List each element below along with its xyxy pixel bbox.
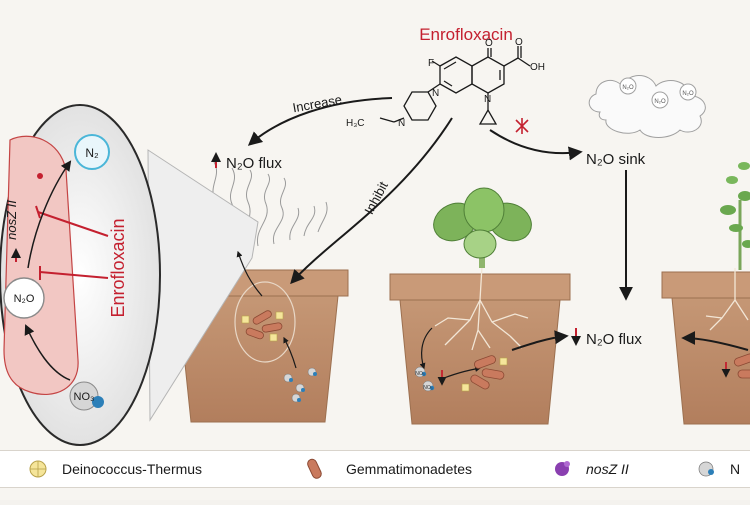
pot1-microbes xyxy=(241,310,317,403)
microbe-highlight-ellipse xyxy=(234,281,296,363)
atom-n-piperazine-2: N xyxy=(398,118,405,129)
no3-label: NO₃ xyxy=(74,391,95,403)
plant-pot-3 xyxy=(720,162,750,270)
increase-label: Increase xyxy=(291,92,343,115)
atom-oh: OH xyxy=(530,62,545,73)
legend-svg: Deinococcus-Thermus Gemmatimonadetes nos… xyxy=(29,458,740,479)
legend-label-deinococcus: Deinococcus-Thermus xyxy=(62,461,202,477)
sink-arrow xyxy=(489,129,583,161)
increase-arrow xyxy=(247,97,393,146)
deinococcus-icon xyxy=(29,460,47,478)
inhibition-marks xyxy=(35,205,109,280)
n2o-sink-label: N₂O sink xyxy=(586,151,646,168)
legend-bar: Deinococcus-Thermus Gemmatimonadetes nos… xyxy=(0,450,750,488)
pot3-flux-arrow xyxy=(681,331,749,351)
n2o-flux-down-label: N₂O flux xyxy=(586,331,642,348)
n2o-cloud xyxy=(588,75,706,138)
gemmatimonadetes-icon xyxy=(307,458,322,479)
atom-n-ring: N xyxy=(484,94,491,105)
nitrate-icon xyxy=(698,461,714,477)
legend-label-gemmatimonadetes: Gemmatimonadetes xyxy=(346,461,472,477)
pot-3 xyxy=(661,271,750,425)
n2o-label: N₂O xyxy=(14,293,35,305)
cell-callout: N₂ N₂O NO₃ nosZ II Enrofloxacin xyxy=(0,104,259,446)
atom-o-ketone: O xyxy=(485,38,493,49)
nosz-icon xyxy=(555,461,570,476)
cell-drug-label: Enrofloxacin xyxy=(108,218,128,317)
pot1-small-arrows xyxy=(236,250,297,369)
cloud-label-2: N₂O xyxy=(654,99,666,105)
no3-blue-dot xyxy=(92,396,104,408)
nosz-gene-label: nosZ II xyxy=(4,200,19,240)
n2o-flux-up-label: N₂O flux xyxy=(226,155,282,172)
flow-arrows xyxy=(247,97,749,351)
sink-inhibit-mark xyxy=(515,118,529,134)
pot2-flux-arrow xyxy=(511,330,569,351)
enrofloxacin-structure xyxy=(379,46,531,125)
n2o-molecule-icon xyxy=(3,277,45,319)
inhibit-arrow xyxy=(290,117,453,285)
legend-label-nitrate: N xyxy=(730,461,740,477)
pot2-no3-label-a: NO₃ xyxy=(415,371,425,377)
cloud-label-1: N₂O xyxy=(622,85,634,91)
plant-pot-2 xyxy=(433,187,532,268)
n2-label: N₂ xyxy=(85,146,99,160)
atom-f: F xyxy=(428,58,434,69)
atom-o-acid: O xyxy=(515,37,523,48)
atom-n-piperazine-1: N xyxy=(432,88,439,99)
title-enrofloxacin: Enrofloxacin xyxy=(419,25,513,44)
n2-molecule-icon xyxy=(74,134,110,170)
pot2-no3-label-b: NO₃ xyxy=(423,385,433,391)
pot2-microbes xyxy=(414,355,508,392)
nosz-dot-icon xyxy=(37,173,43,179)
legend-label-nosz: nosZ II xyxy=(586,461,629,477)
pot3-microbes xyxy=(733,353,750,379)
cloud-label-3: N₂O xyxy=(682,91,694,97)
bacterial-cell xyxy=(3,135,79,396)
roots-pot-3 xyxy=(705,268,749,331)
ethyl-group: H₃C xyxy=(346,118,365,129)
roots-pot-2 xyxy=(434,265,529,351)
